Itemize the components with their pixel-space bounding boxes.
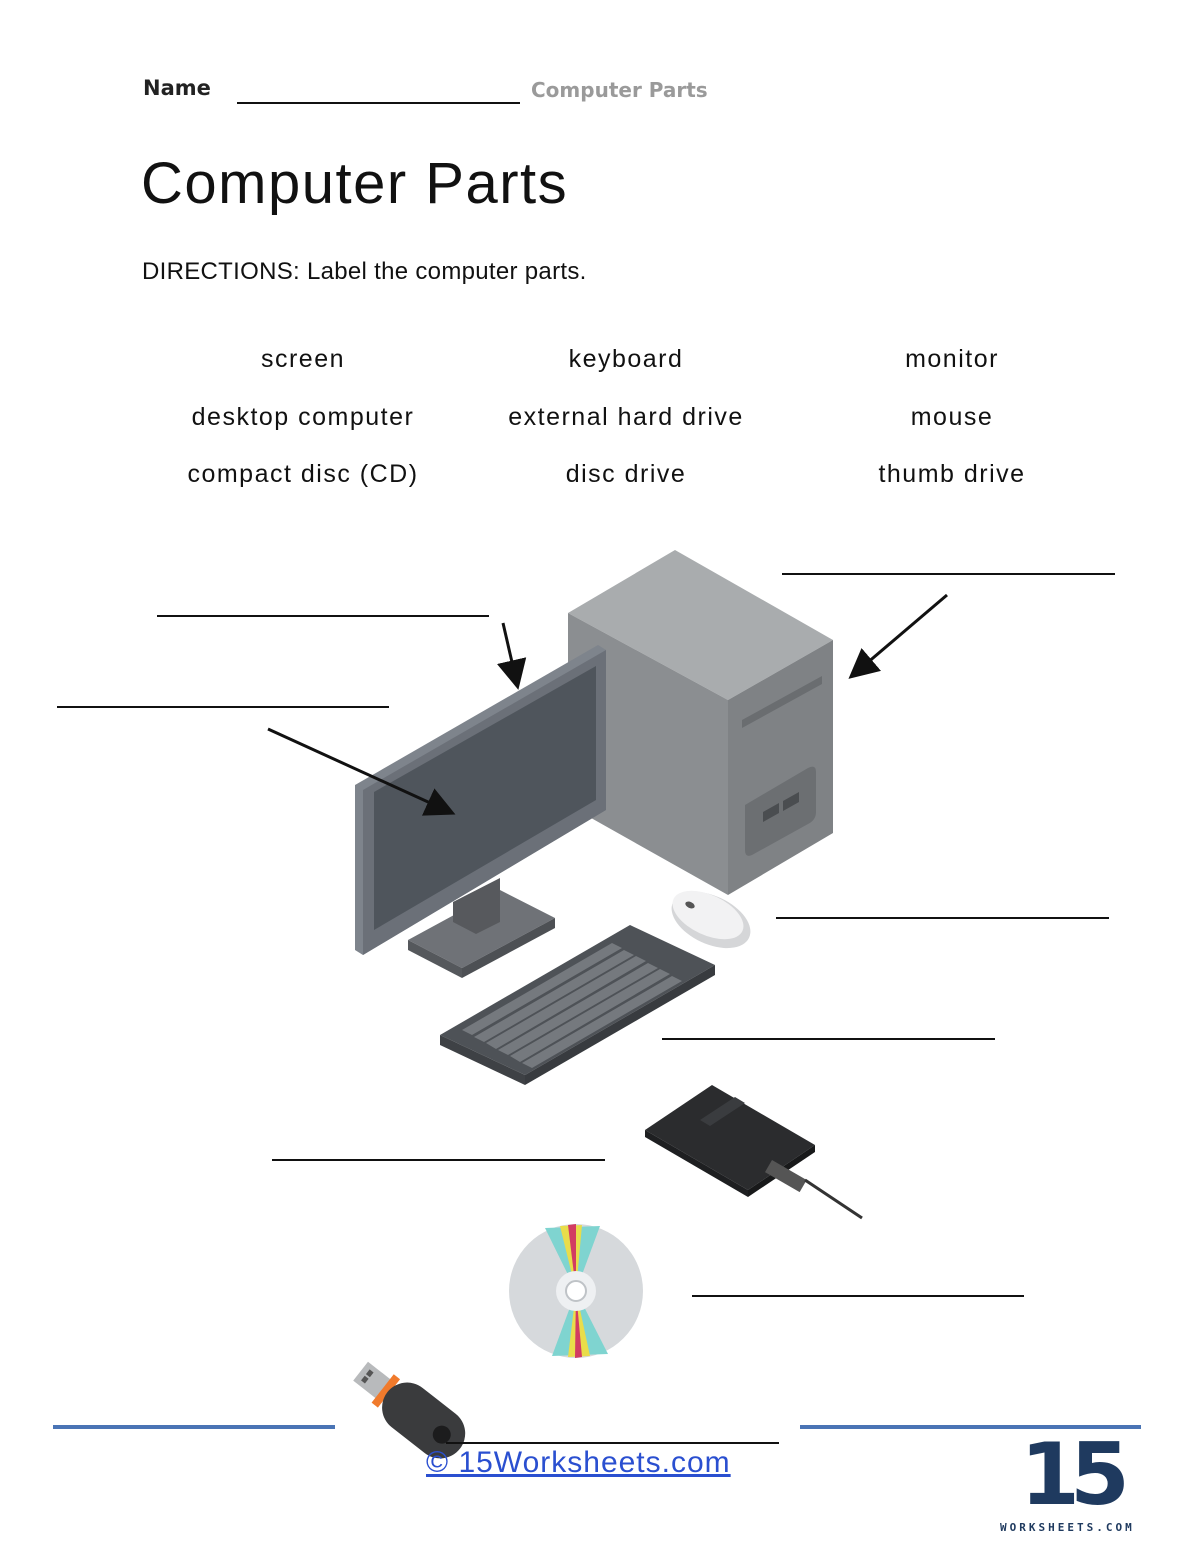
thumb-drive-icon (353, 1361, 466, 1459)
keyboard-icon (440, 925, 715, 1085)
word-bank-item: desktop computer (191, 403, 415, 431)
footer-divider-left (53, 1425, 335, 1429)
word-bank-item: mouse (910, 403, 994, 431)
desktop-computer-icon (568, 550, 833, 895)
word-bank-item: monitor (905, 345, 999, 373)
logo-wordmark: WORKSHEETS.COM (1000, 1521, 1135, 1534)
footer-copyright-link[interactable]: © 15Worksheets.com (426, 1446, 731, 1479)
page-title: Computer Parts (141, 151, 569, 216)
word-bank-item: external hard drive (508, 403, 744, 431)
arrow-tower (848, 593, 948, 679)
logo-number: 15 (1020, 1425, 1130, 1525)
monitor-icon (355, 645, 606, 978)
mouse-icon (671, 890, 751, 949)
footer-divider-right (800, 1425, 1141, 1429)
word-bank-item: disc drive (565, 460, 687, 488)
word-bank-item: thumb drive (878, 460, 1026, 488)
external-hard-drive-icon (645, 1085, 863, 1220)
word-bank-item: keyboard (568, 345, 684, 373)
name-label: Name (143, 76, 211, 100)
arrow-monitor (497, 622, 527, 690)
word-bank-item: screen (260, 345, 346, 373)
header-subtitle: Computer Parts (531, 78, 708, 102)
arrow-screen (267, 727, 456, 816)
pointer-arrows (267, 593, 948, 816)
compact-disc-icon (509, 1224, 643, 1358)
answer-lines (57, 573, 1115, 1444)
directions-text: DIRECTIONS: Label the computer parts. (142, 258, 587, 285)
name-answer-line[interactable] (237, 102, 520, 104)
word-bank-item: compact disc (CD) (187, 460, 419, 488)
